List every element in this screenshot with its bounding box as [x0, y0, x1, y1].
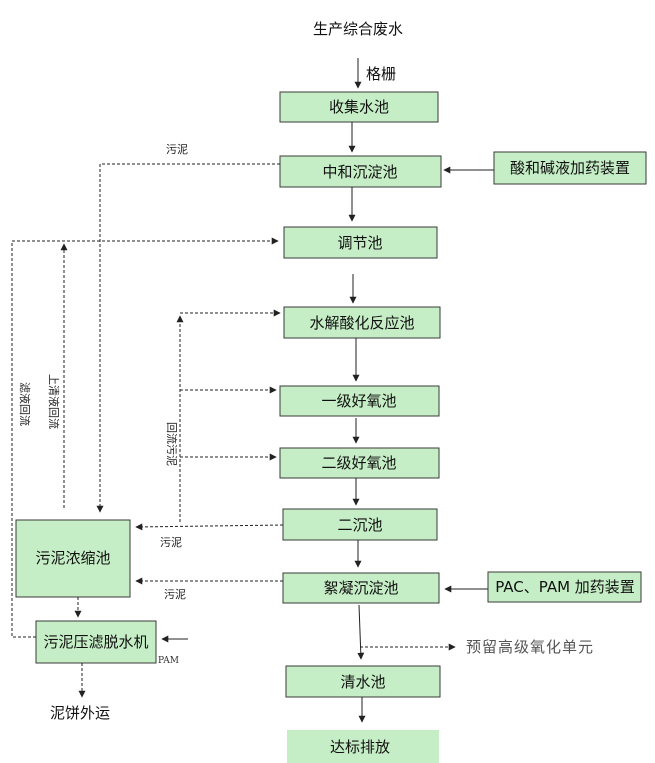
node-discharge: 达标排放: [287, 730, 439, 763]
svg-text:污泥浓缩池: 污泥浓缩池: [35, 549, 110, 567]
svg-text:上清液回流: 上清液回流: [47, 374, 61, 429]
svg-text:达标排放: 达标排放: [330, 738, 390, 756]
node-aerobic1-tank: 一级好氧池: [279, 385, 440, 417]
node-pac-dosing: PAC、PAM 加药装置: [487, 571, 642, 603]
source-label: 生产综合废水: [313, 20, 403, 38]
svg-text:调节池: 调节池: [337, 234, 382, 252]
svg-text:絮凝沉淀池: 絮凝沉淀池: [323, 579, 398, 597]
svg-text:收集水池: 收集水池: [329, 98, 389, 116]
node-thickener: 污泥浓缩池: [15, 519, 131, 598]
svg-text:二沉池: 二沉池: [337, 516, 382, 534]
sludge-label-mid: 污泥: [160, 536, 182, 549]
svg-text:二级好氧池: 二级好氧池: [321, 454, 396, 472]
svg-text:一级好氧池: 一级好氧池: [321, 392, 396, 410]
svg-text:水解酸化反应池: 水解酸化反应池: [309, 314, 414, 332]
sludge-line-neutral-thickener: [96, 163, 280, 513]
node-coag-tank: 絮凝沉淀池: [282, 572, 440, 604]
node-aerobic2-tank: 二级好氧池: [279, 447, 440, 479]
svg-text:滤液回流: 滤液回流: [18, 382, 32, 426]
svg-text:PAC、PAM 加药装置: PAC、PAM 加药装置: [495, 578, 635, 596]
reserve-label: 预留高级氧化单元: [466, 638, 594, 656]
node-filter-press: 污泥压滤脱水机: [35, 620, 157, 664]
pam-label: PAM: [158, 656, 179, 666]
node-acid-dosing: 酸和碱液加药装置: [493, 151, 647, 185]
sludge-label-low: 污泥: [164, 588, 186, 601]
filtrate-return-label: 滤液回流: [18, 382, 32, 426]
node-adjust-tank: 调节池: [283, 226, 438, 259]
return-sludge-label: 回流污泥: [165, 422, 179, 466]
svg-text:回流污泥: 回流污泥: [165, 422, 179, 466]
node-clarifier2: 二沉池: [282, 508, 438, 541]
supernatant-return-label: 上清液回流: [47, 374, 61, 429]
svg-text:酸和碱液加药装置: 酸和碱液加药装置: [510, 159, 630, 177]
node-hydrolysis-tank: 水解酸化反应池: [283, 306, 441, 339]
grille-label: 格栅: [366, 65, 396, 83]
node-clear-tank: 清水池: [285, 665, 441, 698]
sludge-label-top: 污泥: [166, 143, 188, 156]
node-neutral-tank: 中和沉淀池: [279, 155, 442, 188]
filtrate-return-line: [11, 237, 279, 638]
cake-label: 泥饼外运: [50, 704, 110, 722]
svg-text:清水池: 清水池: [340, 673, 385, 691]
arrow-coag-clear: [357, 604, 365, 660]
node-collect-tank: 收集水池: [279, 91, 439, 123]
sludge-line-clarifier-thickener: [135, 523, 284, 531]
svg-text:中和沉淀池: 中和沉淀池: [322, 163, 397, 181]
svg-text:污泥压滤脱水机: 污泥压滤脱水机: [43, 633, 148, 651]
